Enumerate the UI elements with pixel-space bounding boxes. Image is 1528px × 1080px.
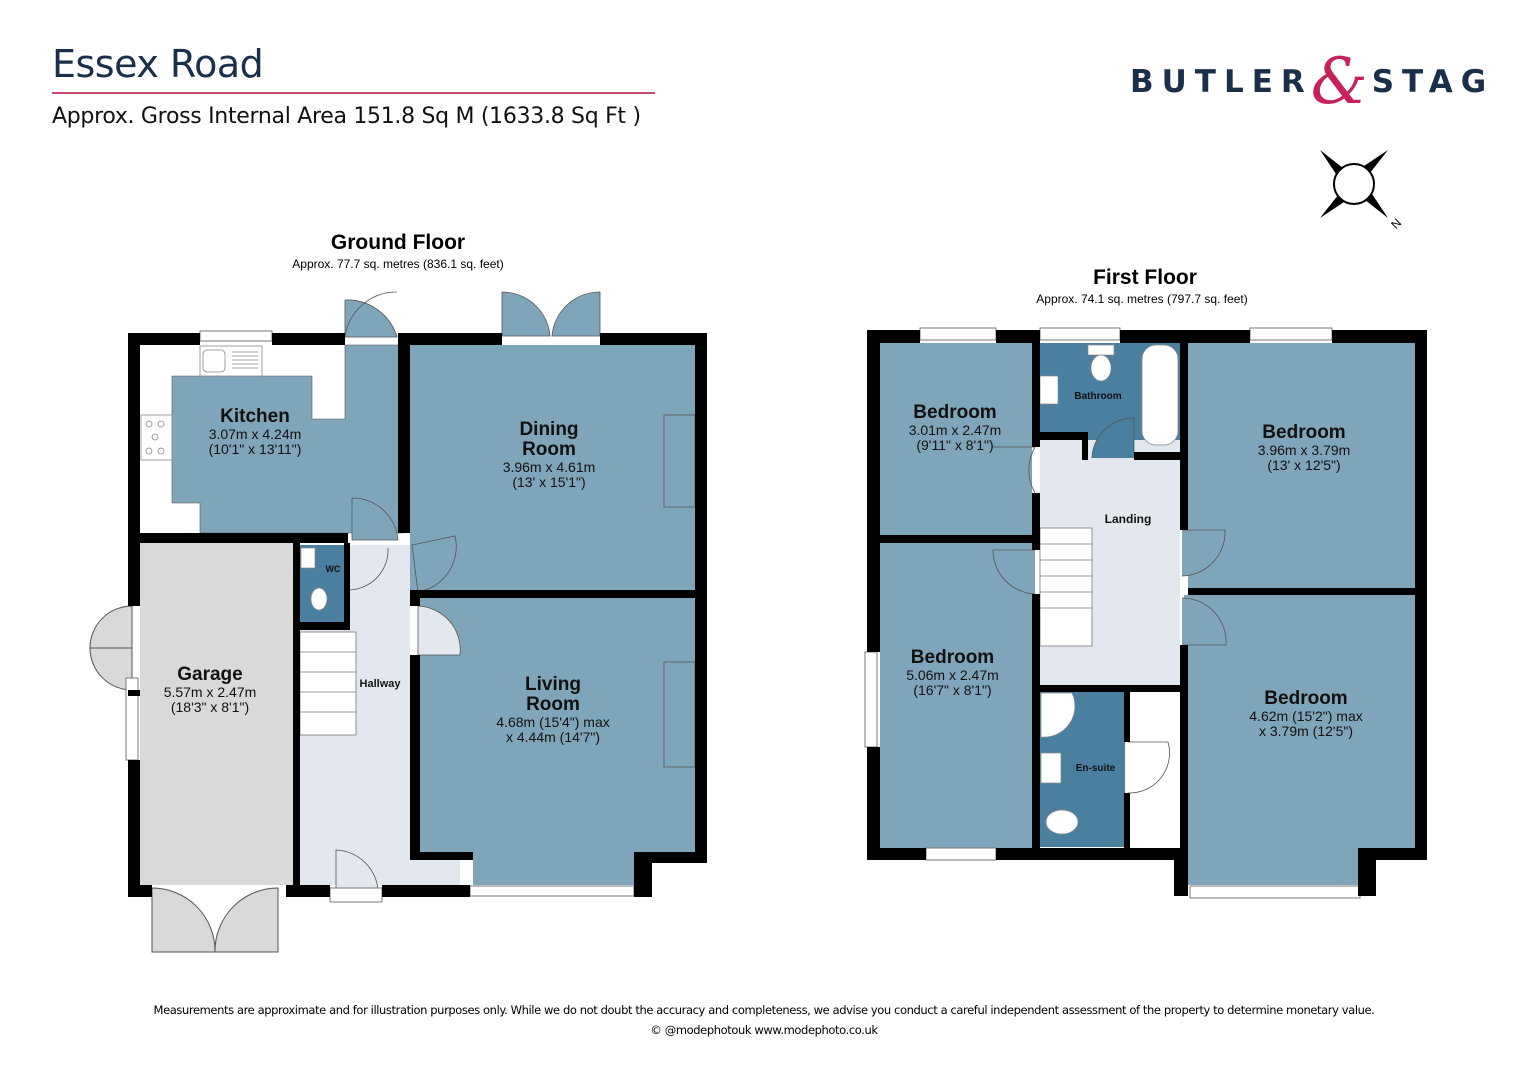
room-dimensions-imperial: (10'1" x 13'11") xyxy=(208,440,302,457)
room-name: Bedroom xyxy=(1262,422,1346,443)
room-dimensions-metric: 5.57m x 2.47m xyxy=(163,683,257,700)
logo-ampersand: & xyxy=(1310,45,1368,119)
room-dimensions-metric: 4.62m (15'2") max xyxy=(1249,707,1363,724)
room-bathroom: Bathroom xyxy=(1068,391,1128,403)
room-name: WC xyxy=(325,564,341,574)
logo-word-butler: BUTLER xyxy=(1130,64,1313,100)
room-name: Garage xyxy=(177,664,243,685)
room-bedroom-4: Bedroom 4.62m (15'2") max x 3.79m (12'5"… xyxy=(1216,689,1396,738)
room-name: Dining xyxy=(519,419,579,440)
room-name: Hallway xyxy=(359,678,401,690)
compass-north-label: N xyxy=(1388,216,1404,232)
ground-floor-title: Ground Floor xyxy=(330,231,466,254)
room-name: Landing xyxy=(1104,512,1152,526)
room-dimensions-imperial: (9'11" x 8'1") xyxy=(916,436,994,453)
room-name: Living xyxy=(525,674,581,695)
first-floor-title: First Floor xyxy=(1093,266,1197,289)
room-dimensions-imperial: x 4.44m (14'7") xyxy=(505,728,600,745)
room-dimensions-metric: 4.68m (15'4") max xyxy=(496,713,610,730)
room-dimensions-imperial: (13' x 15'1") xyxy=(512,473,586,490)
title-divider xyxy=(52,92,655,94)
room-dining: Dining Room 3.96m x 4.61m (13' x 15'1") xyxy=(469,420,629,489)
room-landing: Landing xyxy=(1098,513,1158,526)
room-en-suite: En-suite xyxy=(1068,763,1123,775)
room-bedroom-3: Bedroom 5.06m x 2.47m (16'7" x 8'1") xyxy=(880,648,1025,697)
room-name: Kitchen xyxy=(220,406,290,427)
room-living: Living Room 4.68m (15'4") max x 4.44m (1… xyxy=(463,675,643,744)
room-hallway: Hallway xyxy=(350,678,410,691)
room-kitchen: Kitchen 3.07m x 4.24m (10'1" x 13'11") xyxy=(175,407,335,456)
room-dimensions-imperial: x 3.79m (12'5") xyxy=(1258,722,1353,739)
room-name-line2: Room xyxy=(522,438,576,460)
gross-internal-area: Approx. Gross Internal Area 151.8 Sq M (… xyxy=(52,104,641,129)
agent-logo: BUTLER & STAG xyxy=(1130,45,1495,119)
disclaimer-text: Measurements are approximate and for ill… xyxy=(153,1003,1375,1017)
first-floor-area: Approx. 74.1 sq. metres (797.7 sq. feet) xyxy=(1036,292,1248,306)
room-garage: Garage 5.57m x 2.47m (18'3" x 8'1") xyxy=(140,665,280,714)
room-dimensions-imperial: (18'3" x 8'1") xyxy=(170,698,250,715)
room-name: Bathroom xyxy=(1074,391,1122,402)
room-dimensions-metric: 3.96m x 4.61m xyxy=(502,458,596,475)
room-bedroom-1: Bedroom 3.01m x 2.47m (9'11" x 8'1") xyxy=(880,403,1030,452)
property-title: Essex Road xyxy=(52,42,264,86)
room-dimensions-imperial: (13' x 12'5") xyxy=(1267,456,1341,473)
room-dimensions-imperial: (16'7" x 8'1") xyxy=(913,681,992,698)
room-name: En-suite xyxy=(1075,763,1116,774)
room-name-line2: Room xyxy=(526,693,580,715)
ground-floor-area: Approx. 77.7 sq. metres (836.1 sq. feet) xyxy=(292,257,504,271)
room-bedroom-2: Bedroom 3.96m x 3.79m (13' x 12'5") xyxy=(1224,423,1384,472)
photographer-credit: © @modephotouk www.modephoto.co.uk xyxy=(650,1023,878,1037)
compass-rose-icon: N xyxy=(1320,150,1404,232)
room-dimensions-metric: 5.06m x 2.47m xyxy=(906,666,999,683)
room-name: Bedroom xyxy=(1264,688,1348,709)
logo-word-stag: STAG xyxy=(1371,64,1495,100)
room-dimensions-metric: 3.96m x 3.79m xyxy=(1257,441,1351,458)
room-wc: WC xyxy=(318,564,348,574)
room-dimensions-metric: 3.01m x 2.47m xyxy=(908,421,1002,438)
room-dimensions-metric: 3.07m x 4.24m xyxy=(208,425,302,442)
room-name: Bedroom xyxy=(910,647,995,668)
room-name: Bedroom xyxy=(913,402,997,423)
